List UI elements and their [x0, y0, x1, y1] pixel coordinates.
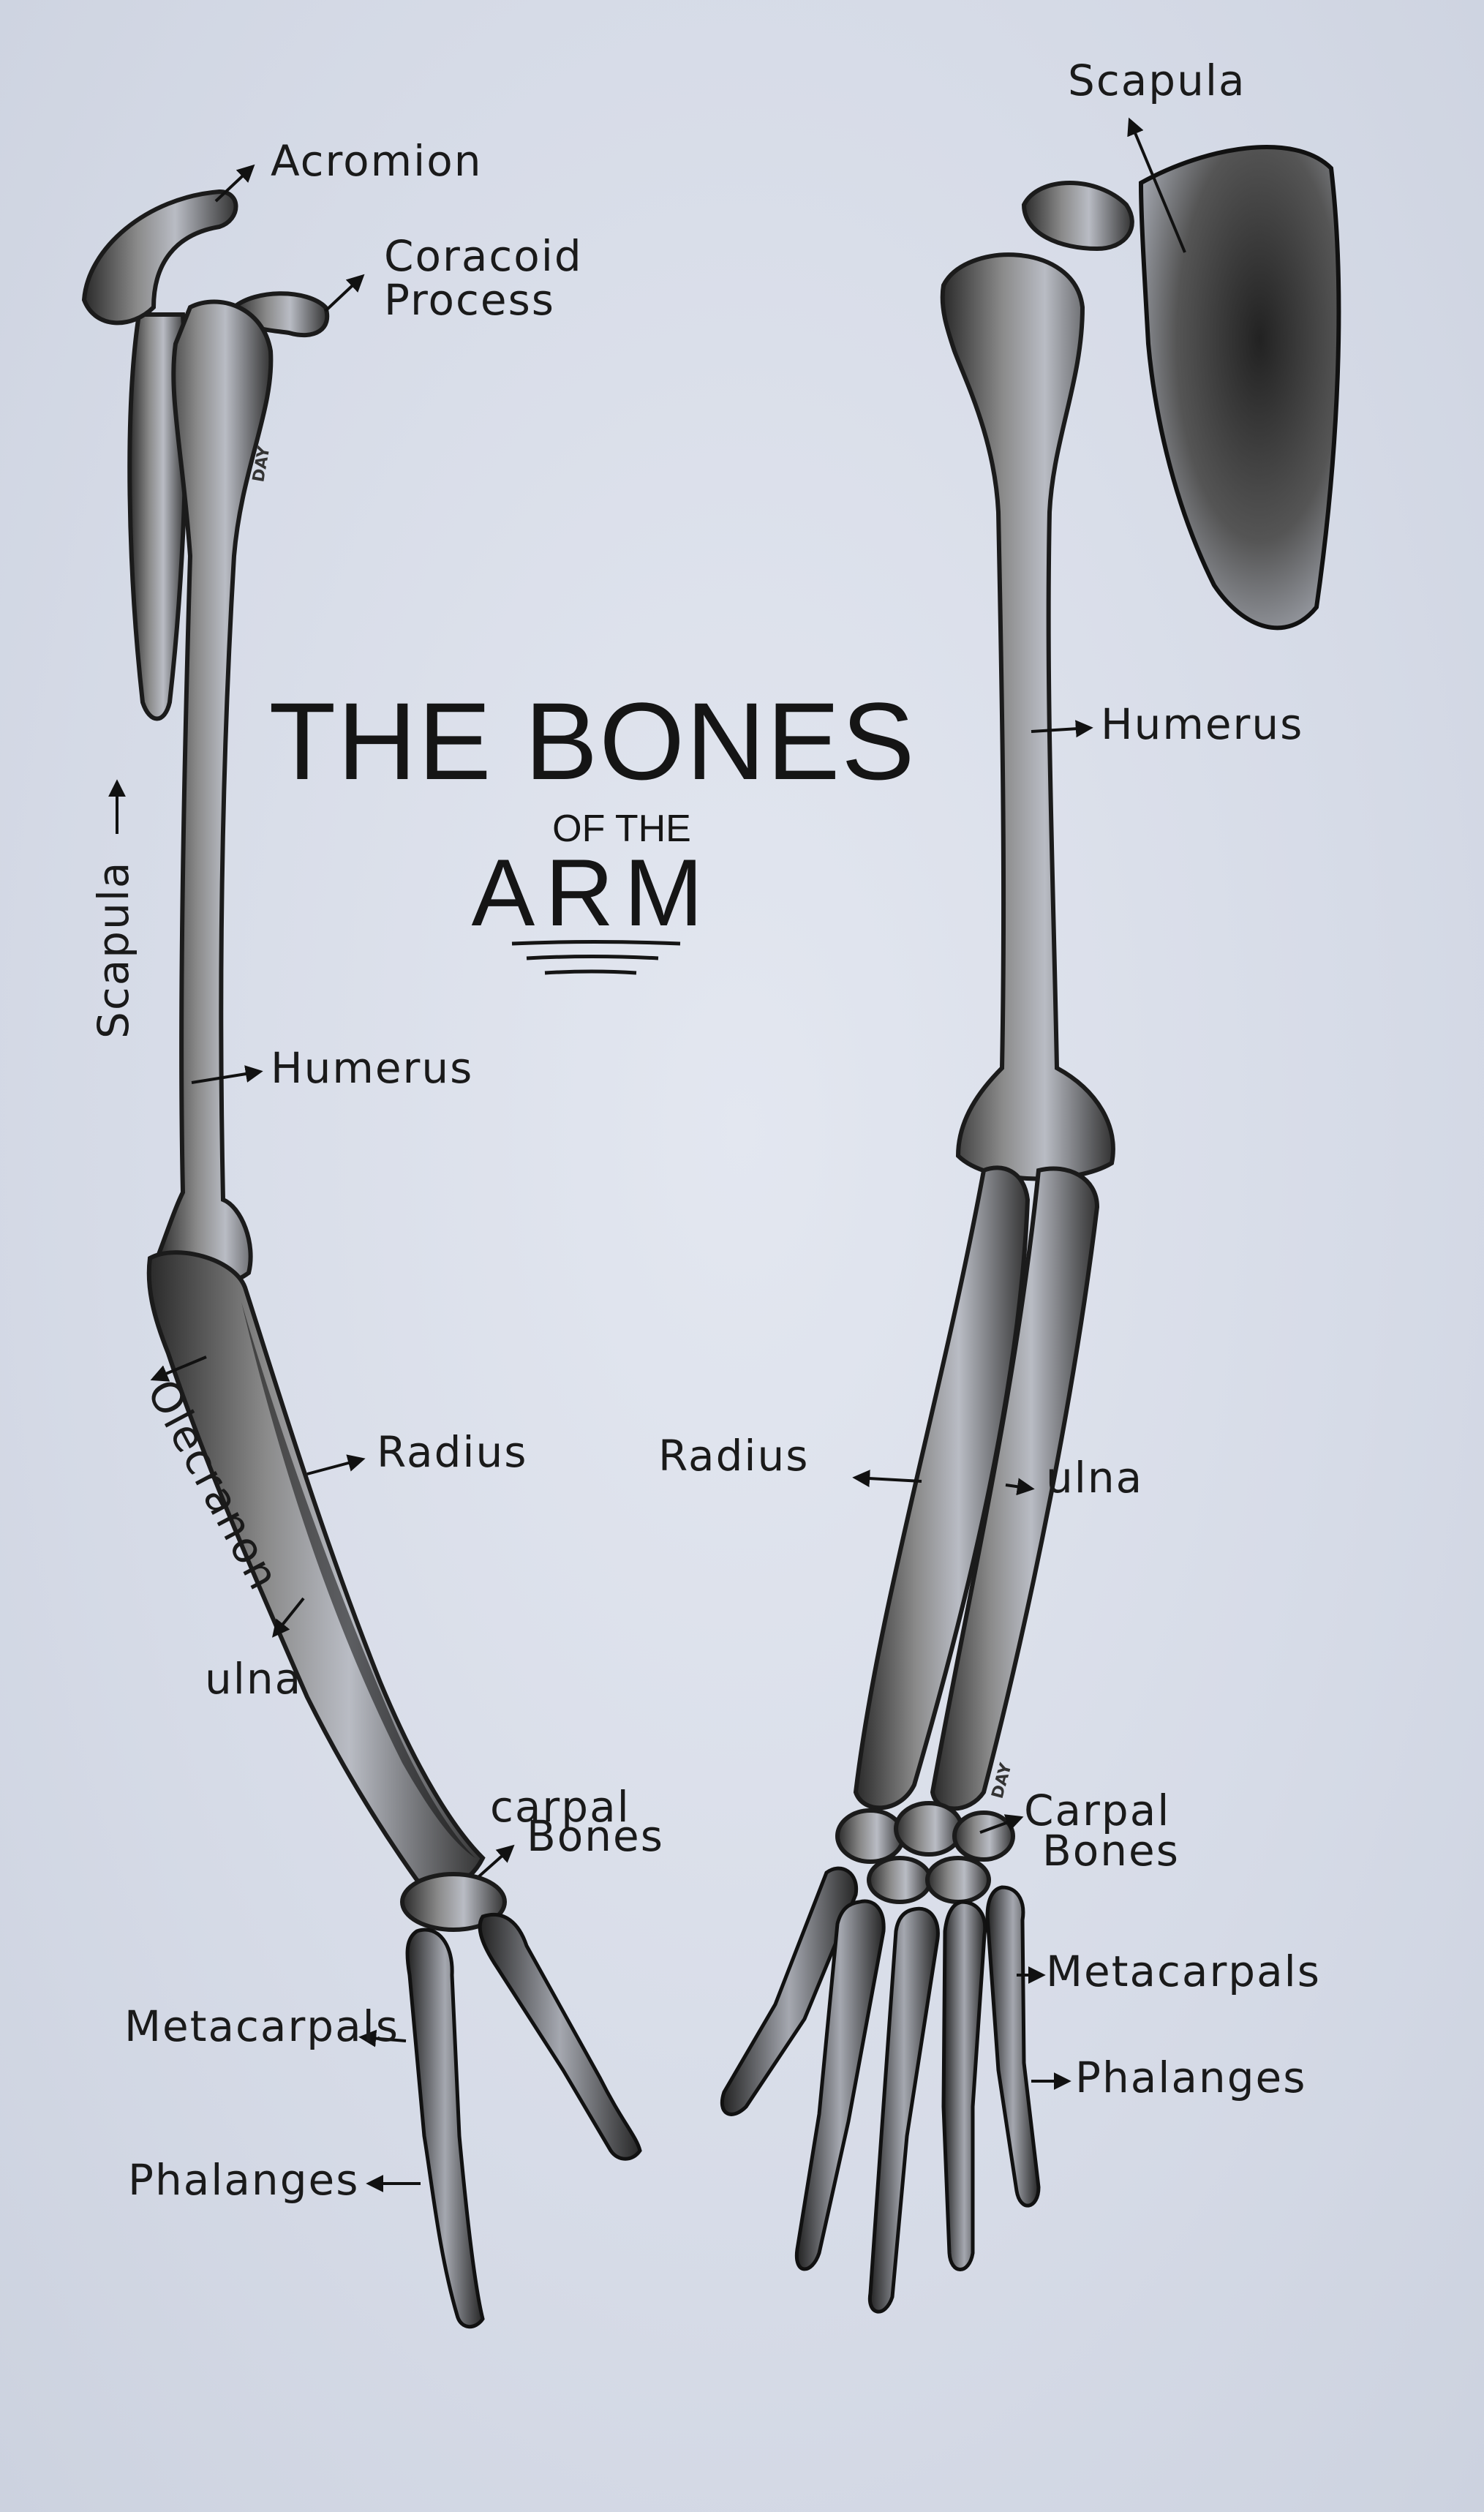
title-line-2: OF THE — [552, 808, 691, 850]
right-carpal-bones — [835, 1801, 1015, 1904]
label-metacarpals-right: Metacarpals — [1046, 1947, 1321, 1996]
label-phalanges-right: Phalanges — [1075, 2053, 1306, 2102]
right-fingers — [720, 1866, 1041, 2314]
right-ulna-bone — [930, 1166, 1100, 1811]
left-forearm-bones — [146, 1250, 486, 1889]
right-scapula-bone — [1138, 145, 1341, 631]
signature-right: DAY — [989, 1761, 1016, 1801]
label-ulna-left: ulna — [205, 1654, 302, 1704]
left-arm — [81, 189, 642, 2329]
label-carpal-right-line2: Bones — [1042, 1826, 1180, 1876]
label-acromion: Acromion — [271, 136, 482, 186]
left-finger-upper — [478, 1912, 642, 2161]
left-finger-lower — [405, 1928, 485, 2329]
right-arm-labels: Scapula Humerus Radius ulna DAY Carpal B… — [658, 56, 1321, 2102]
left-carpal-bones — [400, 1872, 507, 1932]
label-coracoid-line2: Process — [384, 275, 555, 325]
label-carpal-left-line2: Bones — [527, 1811, 664, 1861]
label-coracoid-line1: Coracoid — [384, 231, 583, 281]
label-carpal-left-line1: carpal — [490, 1782, 630, 1832]
title-line-1: THE BONES — [269, 680, 916, 802]
label-humerus-right: Humerus — [1101, 699, 1303, 749]
right-radius-bone — [853, 1165, 1031, 1810]
label-scapula-left: Scapula — [88, 861, 138, 1039]
right-arm — [720, 145, 1341, 2314]
title-underlines — [511, 940, 681, 975]
label-phalanges-left: Phalanges — [128, 2155, 359, 2205]
label-radius-left: Radius — [377, 1427, 527, 1477]
right-humerus-bone — [940, 252, 1115, 1181]
label-metacarpals-left: Metacarpals — [124, 2001, 399, 2051]
left-acromion-bone — [81, 189, 238, 326]
left-arm-labels: Acromion Coracoid Process DAY Scapula Hu… — [88, 136, 664, 2205]
label-ulna-right: ulna — [1046, 1453, 1143, 1503]
drawing-title: THE BONES OF THE ARM — [269, 680, 916, 975]
title-line-3: ARM — [472, 839, 714, 946]
label-radius-right: Radius — [658, 1431, 809, 1481]
left-humerus-bone — [154, 299, 274, 1288]
right-acromion-bone — [1021, 181, 1134, 252]
label-carpal-right-line1: Carpal — [1024, 1786, 1170, 1835]
label-scapula-right: Scapula — [1068, 56, 1246, 105]
label-humerus-left: Humerus — [271, 1043, 473, 1093]
